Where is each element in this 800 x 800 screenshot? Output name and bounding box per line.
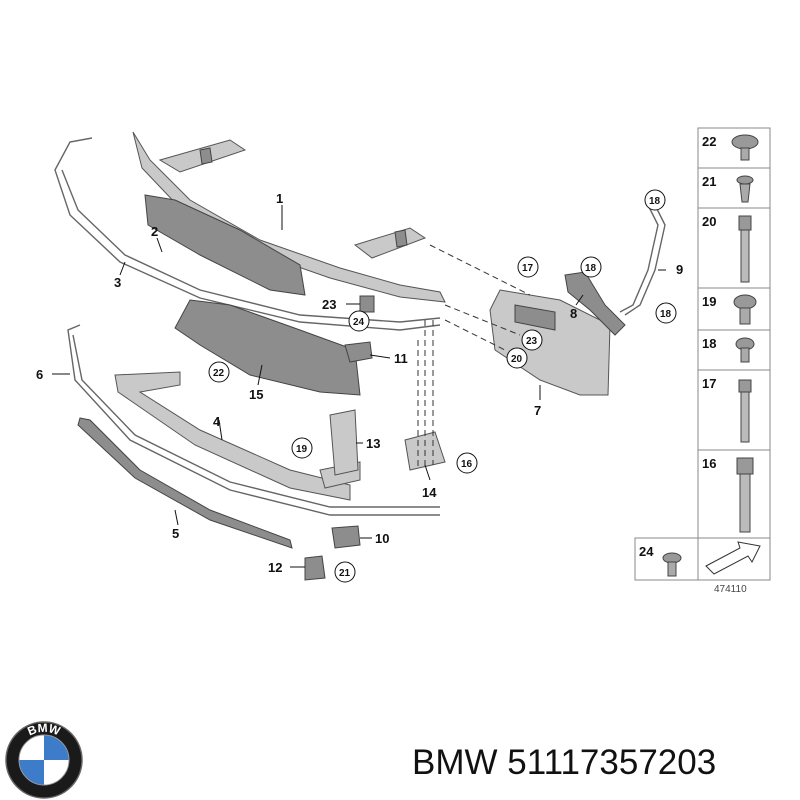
label-2: 2 xyxy=(151,224,158,239)
label-14: 14 xyxy=(422,485,437,500)
svg-text:18: 18 xyxy=(660,309,672,320)
label-4: 4 xyxy=(213,414,221,429)
circle-label-24: 24 xyxy=(348,310,370,332)
fastener-20-icon xyxy=(738,215,752,283)
svg-text:17: 17 xyxy=(522,263,534,274)
table-row-19: 19 xyxy=(702,294,716,309)
circle-label-18-c: 18 xyxy=(655,302,677,324)
table-row-21: 21 xyxy=(702,174,716,189)
svg-text:21: 21 xyxy=(339,568,351,579)
circle-label-23-small: 23 xyxy=(521,329,543,351)
assembly-guide-lines xyxy=(417,244,531,470)
table-row-24: 24 xyxy=(639,544,654,559)
circle-label-19: 19 xyxy=(291,437,313,459)
circle-label-16: 16 xyxy=(456,452,478,474)
fastener-24-cell: 24 xyxy=(634,537,771,581)
table-row-20: 20 xyxy=(702,214,716,229)
bmw-logo: BMW xyxy=(5,721,83,799)
svg-text:24: 24 xyxy=(353,317,365,328)
label-1: 1 xyxy=(276,191,283,206)
part-5-grille xyxy=(77,417,293,549)
fastener-22-icon xyxy=(731,134,759,161)
part-numbers: 1 2 3 4 5 6 7 8 9 10 11 12 13 14 15 23 xyxy=(36,191,683,575)
fastener-21-icon xyxy=(736,175,754,203)
part-2-energy-absorber xyxy=(144,194,306,296)
circled-labels: 16 17 18 18 18 19 20 21 xyxy=(208,189,677,583)
part-number-caption: BMW 51117357203 xyxy=(412,743,717,782)
svg-text:18: 18 xyxy=(585,263,597,274)
table-row-16: 16 xyxy=(702,456,716,471)
label-10: 10 xyxy=(375,531,389,546)
fastener-24-icon xyxy=(662,552,682,577)
svg-text:22: 22 xyxy=(213,368,225,379)
svg-text:19: 19 xyxy=(296,444,308,455)
label-11: 11 xyxy=(394,351,408,366)
part-11-holder xyxy=(344,341,373,363)
svg-text:18: 18 xyxy=(649,196,661,207)
label-6: 6 xyxy=(36,367,43,382)
reference-code: 474110 xyxy=(714,584,747,595)
table-row-22: 22 xyxy=(702,134,716,149)
label-15: 15 xyxy=(249,387,263,402)
part-13-brace xyxy=(329,409,359,476)
label-23: 23 xyxy=(322,297,336,312)
fastener-18-icon xyxy=(735,337,755,363)
label-3: 3 xyxy=(114,275,121,290)
circle-label-17: 17 xyxy=(517,256,539,278)
fastener-19-icon xyxy=(733,294,757,325)
label-8: 8 xyxy=(570,306,577,321)
label-5: 5 xyxy=(172,526,179,541)
label-7: 7 xyxy=(534,403,541,418)
direction-arrow-icon xyxy=(705,541,761,575)
part-15-underbody-cover xyxy=(174,299,361,396)
circle-label-22: 22 xyxy=(208,361,230,383)
fastener-table: 22 21 20 19 18 17 16 xyxy=(697,127,771,539)
label-12: 12 xyxy=(268,560,282,575)
part-8-side-bracket xyxy=(564,271,626,336)
table-row-17: 17 xyxy=(702,376,716,391)
circle-label-21: 21 xyxy=(334,561,356,583)
svg-text:20: 20 xyxy=(511,354,523,365)
svg-text:23: 23 xyxy=(526,336,538,347)
part-12-mount xyxy=(304,555,326,581)
circle-label-18-a: 18 xyxy=(644,189,666,211)
part-9-support-rod xyxy=(619,204,666,316)
leader-lines xyxy=(52,205,666,568)
part-6-lower-trim xyxy=(67,324,440,516)
part-10-clip xyxy=(331,525,361,549)
fastener-17-icon xyxy=(738,379,752,443)
label-13: 13 xyxy=(366,436,380,451)
label-9: 9 xyxy=(676,262,683,277)
circle-label-20: 20 xyxy=(506,347,528,369)
part-23-clip xyxy=(359,295,375,313)
table-row-18: 18 xyxy=(702,336,716,351)
fastener-16-icon xyxy=(736,457,754,533)
svg-text:16: 16 xyxy=(461,459,473,470)
circle-label-18-b: 18 xyxy=(580,256,602,278)
